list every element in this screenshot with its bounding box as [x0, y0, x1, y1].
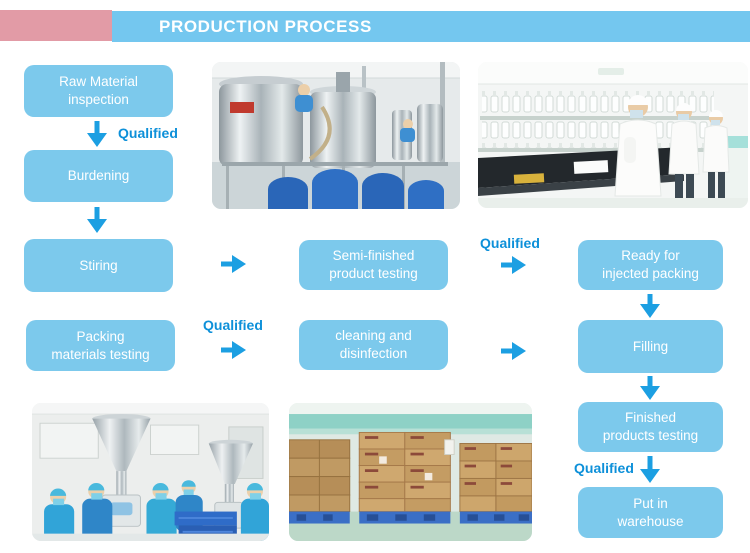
step-label: cleaning and: [335, 328, 412, 344]
step-label: warehouse: [617, 513, 684, 529]
step-label: Packing: [76, 328, 125, 344]
worker-figure: [44, 488, 75, 541]
step-semi-finished-product-testing: Semi-finished product testing: [299, 240, 448, 290]
photo-laboratory-testing-room: [478, 62, 748, 208]
right-arrow-icon: [221, 254, 246, 274]
step-burdening: Burdening: [24, 150, 173, 202]
carton-stack: [444, 439, 532, 524]
step-raw-material-inspection: Raw Material inspection: [24, 65, 173, 117]
photo-warehouse-carton-stacks: [289, 403, 532, 541]
step-packing-materials-testing: Packing materials testing: [26, 320, 175, 371]
warehouse-illustration: [289, 403, 532, 541]
worker-figure: [240, 483, 269, 541]
down-arrow-icon: [639, 294, 661, 318]
qualified-label: Qualified: [574, 460, 634, 476]
right-arrow-icon: [501, 255, 526, 275]
step-label: Filling: [632, 338, 669, 354]
down-arrow-icon: [639, 456, 661, 483]
step-label: Burdening: [67, 168, 130, 184]
step-finished-products-testing: Finished products testing: [578, 402, 723, 452]
down-arrow-icon: [639, 376, 661, 400]
step-label: Stiring: [79, 257, 118, 273]
page-title: PRODUCTION PROCESS: [159, 16, 372, 36]
right-arrow-icon: [221, 340, 246, 360]
filling-workshop-illustration: [32, 403, 269, 541]
step-label: materials testing: [51, 346, 150, 362]
photo-filling-workshop: [32, 403, 269, 541]
header-bar: PRODUCTION PROCESS: [112, 11, 750, 42]
worker-figure: [146, 483, 177, 541]
down-arrow-icon: [86, 207, 108, 233]
down-arrow-icon: [86, 121, 108, 147]
step-label: injected packing: [602, 266, 699, 281]
step-label: Put in: [633, 495, 668, 511]
qualified-label: Qualified: [203, 317, 263, 333]
step-cleaning-and-disinfection: cleaning and disinfection: [299, 320, 448, 370]
step-ready-for-injected-packing: Ready for injected packing: [578, 240, 723, 290]
worker-figure: [82, 483, 113, 541]
step-label: products testing: [602, 428, 699, 443]
step-label: Ready for: [621, 248, 680, 264]
step-filling: Filling: [578, 320, 723, 373]
carton-stack: [358, 431, 451, 524]
header-pink-accent: [0, 10, 112, 41]
step-label: Finished: [624, 410, 677, 426]
step-label: Raw Material: [59, 74, 138, 90]
step-label: product testing: [329, 266, 418, 281]
step-stiring: Stiring: [24, 239, 173, 292]
carton-stack: [289, 439, 351, 524]
laboratory-illustration: [478, 62, 748, 208]
step-label: Semi-finished: [332, 248, 415, 264]
qualified-label: Qualified: [118, 125, 178, 141]
right-arrow-icon: [501, 341, 526, 361]
qualified-label: Qualified: [480, 235, 540, 251]
step-put-in-warehouse: Put in warehouse: [578, 487, 723, 538]
mixing-tanks-illustration: [212, 62, 460, 209]
photo-mixing-tanks-workshop: [212, 62, 460, 209]
step-label: inspection: [68, 92, 129, 107]
step-label: disinfection: [339, 346, 408, 361]
